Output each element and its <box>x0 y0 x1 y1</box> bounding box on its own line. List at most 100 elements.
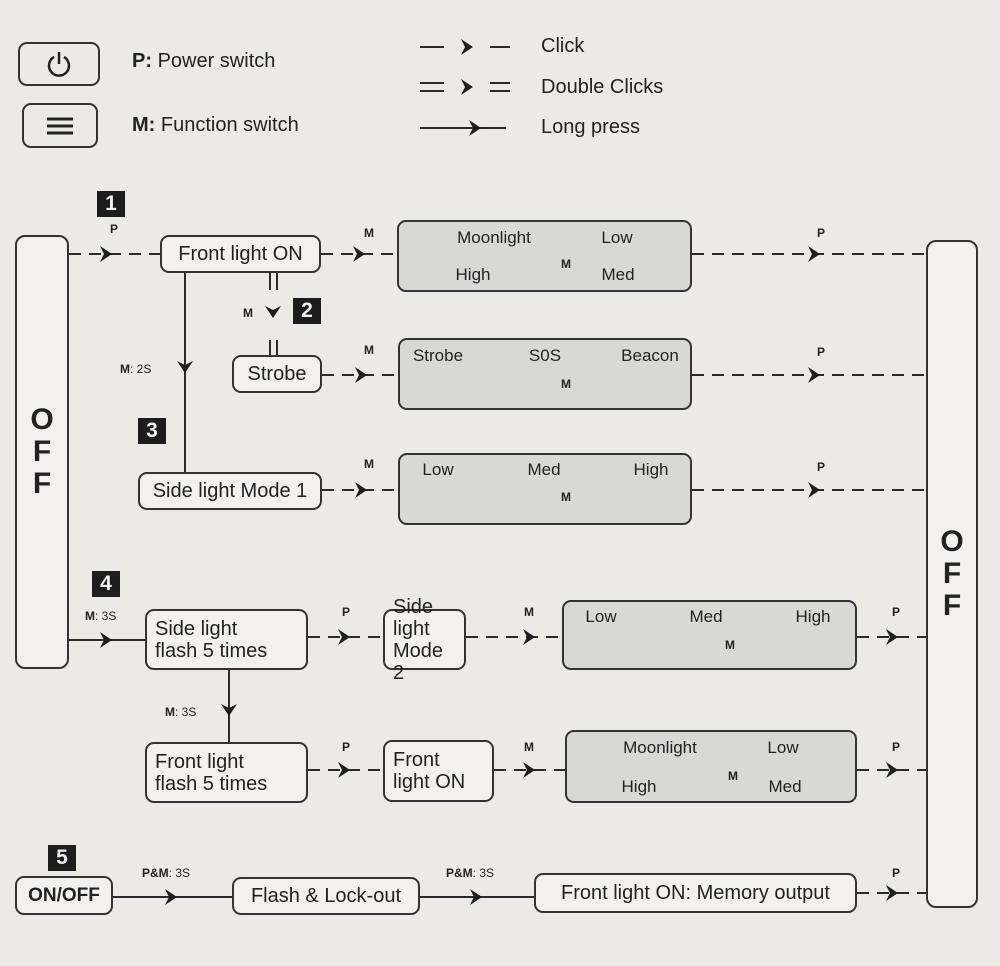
cycle-item-low: Low <box>601 228 633 247</box>
cycle-item-strobe: Strobe <box>412 346 464 365</box>
arrow-icon <box>886 885 898 901</box>
arrow-icon <box>165 889 177 905</box>
power-button-icon <box>18 42 100 86</box>
cycle-item-high: High <box>633 460 669 479</box>
cycle-item-high: High <box>455 265 491 284</box>
arrow-icon <box>221 704 237 716</box>
label-hold: : 3S <box>472 866 495 880</box>
cycle-item-sos: S0S <box>528 346 562 365</box>
cycle-switch-label: M <box>561 377 571 391</box>
cycle-item-med: Med <box>768 777 802 796</box>
cycle-side-light-1 <box>398 453 692 525</box>
label-m: M <box>243 306 253 320</box>
label-p: P <box>892 740 901 754</box>
label-hold: : 3S <box>175 705 197 719</box>
function-key: M: <box>132 114 156 136</box>
label-p: P <box>892 866 901 880</box>
label-m-key: M <box>120 362 130 376</box>
cycle-item-med: Med <box>601 265 635 284</box>
arrow-icon <box>886 629 898 645</box>
cycle-strobe <box>398 338 692 410</box>
cycle-item-med: Med <box>527 460 561 479</box>
node-memory-output: Front light ON: Memory output <box>534 873 857 913</box>
label-p: P <box>110 222 119 236</box>
legend-click: Click <box>541 35 585 57</box>
cycle-side-light-2 <box>562 600 857 670</box>
arrow-icon <box>808 482 820 498</box>
cycle-front-light <box>397 220 692 292</box>
cycle-switch-label: M <box>728 769 738 783</box>
click-arrow-icon <box>461 39 473 55</box>
label-pm-key: P&M <box>142 866 169 880</box>
double-click-arrow-icon <box>461 79 473 95</box>
legend-function: M: Function switch <box>132 114 299 137</box>
cycle-item-high: High <box>621 777 657 796</box>
off-state-right: O F F <box>926 240 978 908</box>
label-m-key: M <box>165 705 175 719</box>
cycle-item-med: Med <box>689 607 723 626</box>
label-m: M <box>524 605 534 619</box>
cycle-switch-label: M <box>561 490 571 504</box>
label-p: P <box>342 740 351 754</box>
power-text: Power switch <box>157 50 276 72</box>
arrow-icon <box>470 889 482 905</box>
arrow-icon <box>338 629 350 645</box>
arrow-icon <box>100 246 112 262</box>
step-badge-5: 5 <box>48 845 76 871</box>
cycle-item-beacon: Beacon <box>621 346 679 365</box>
cycle-item-low: Low <box>767 738 799 757</box>
label-m-2s: M: 2S <box>120 362 151 376</box>
node-side-light-flash: Side light flash 5 times <box>145 609 308 670</box>
long-press-arrow-icon <box>469 120 481 136</box>
node-front-light-flash: Front light flash 5 times <box>145 742 308 803</box>
step-badge-2: 2 <box>293 298 321 324</box>
label-m-3s: M: 3S <box>85 609 116 623</box>
step-badge-3: 3 <box>138 418 166 444</box>
label-m-3s: M: 3S <box>165 705 196 719</box>
label-m: M <box>524 740 534 754</box>
cycle-item-low: Low <box>422 460 454 479</box>
hold-arrow-icon <box>177 361 193 373</box>
cycle-item-high: High <box>795 607 831 626</box>
label-hold: : 3S <box>168 866 191 880</box>
arrow-icon <box>808 246 820 262</box>
arrow-icon <box>355 367 367 383</box>
cycle-item-moonlight: Moonlight <box>623 738 697 757</box>
label-hold: : 2S <box>130 362 152 376</box>
function-text: Function switch <box>160 114 299 136</box>
arrow-icon <box>523 629 535 645</box>
arrow-icon <box>100 632 112 648</box>
label-pm-3s: P&M: 3S <box>446 866 494 880</box>
label-m: M <box>364 457 374 471</box>
label-p: P <box>817 345 826 359</box>
node-on-off: ON/OFF <box>15 876 113 915</box>
arrow-icon <box>353 246 365 262</box>
cycle-switch-label: M <box>725 638 735 652</box>
arrow-icon <box>338 762 350 778</box>
off-state-left: O F F <box>15 235 69 669</box>
arrow-icon <box>523 762 535 778</box>
node-strobe: Strobe <box>232 355 322 393</box>
label-m-key: M <box>85 609 95 623</box>
node-front-light-on-2: Front light ON <box>383 740 494 802</box>
label-p: P <box>817 226 826 240</box>
arrow-icon <box>886 762 898 778</box>
arrow-icon <box>355 482 367 498</box>
label-pm-key: P&M <box>446 866 473 880</box>
label-pm-3s: P&M: 3S <box>142 866 190 880</box>
arrow-icon <box>808 367 820 383</box>
cycle-front-light-2 <box>565 730 857 803</box>
step-badge-4: 4 <box>92 571 120 597</box>
legend-power: P: Power switch <box>132 50 275 73</box>
node-side-light-mode-2: Side light Mode 2 <box>383 596 466 684</box>
label-m: M <box>364 343 374 357</box>
step-badge-1: 1 <box>97 191 125 217</box>
node-front-light-on: Front light ON <box>160 235 321 273</box>
cycle-switch-label: M <box>561 257 571 271</box>
label-p: P <box>342 605 351 619</box>
cycle-item-moonlight: Moonlight <box>457 228 531 247</box>
label-m: M <box>364 226 374 240</box>
label-p: P <box>892 605 901 619</box>
node-side-light-mode-1: Side light Mode 1 <box>138 472 322 510</box>
double-click-arrow-icon <box>265 306 281 318</box>
